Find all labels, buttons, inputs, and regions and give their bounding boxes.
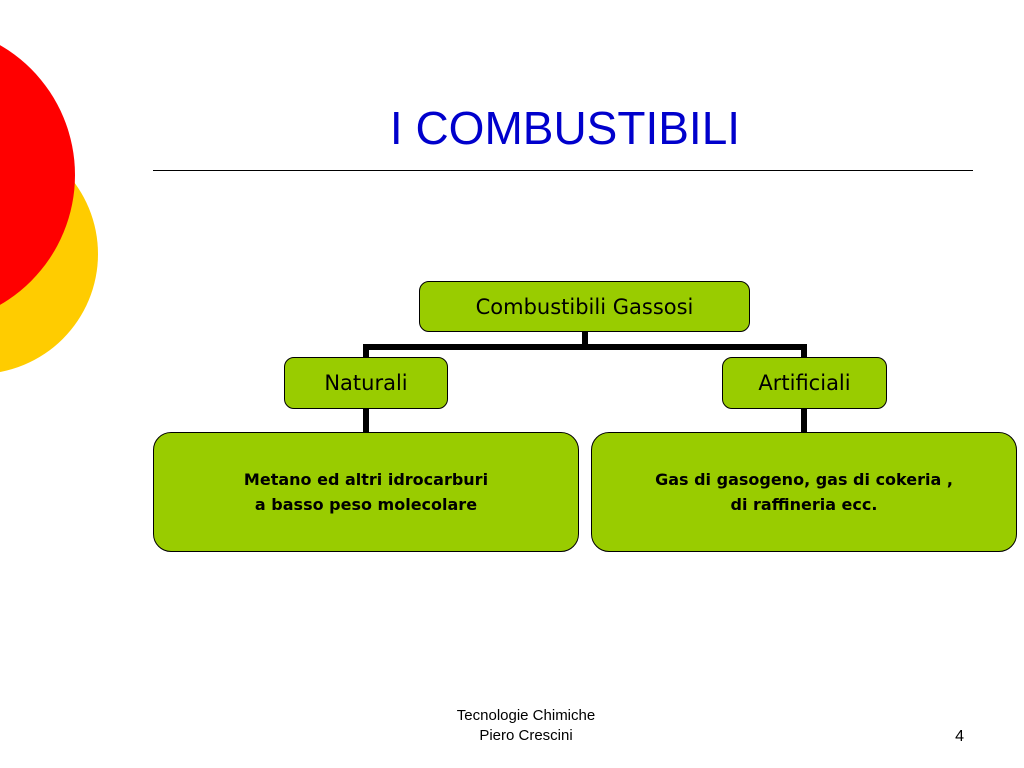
footer-course: Tecnologie Chimiche: [456, 707, 596, 724]
diagram-node-combustibili-gassosi: Combustibili Gassosi: [419, 281, 750, 332]
title-underline: [153, 170, 973, 171]
footer-author: Piero Crescini: [479, 727, 573, 744]
diagram-node-naturali: Naturali: [284, 357, 448, 409]
diagram-node-artificiali-detail: Gas di gasogeno, gas di cokeria , di raf…: [591, 432, 1017, 552]
slide-title: I COMBUSTIBILI: [389, 102, 741, 154]
diagram-node-naturali-detail: Metano ed altri idrocarburi a basso peso…: [153, 432, 579, 552]
page-number: 4: [955, 728, 964, 745]
slide-footer: Tecnologie Chimiche Piero Crescini: [392, 706, 660, 746]
connector-root-to-branches: [363, 332, 807, 357]
diagram-node-artificiali: Artificiali: [722, 357, 887, 409]
